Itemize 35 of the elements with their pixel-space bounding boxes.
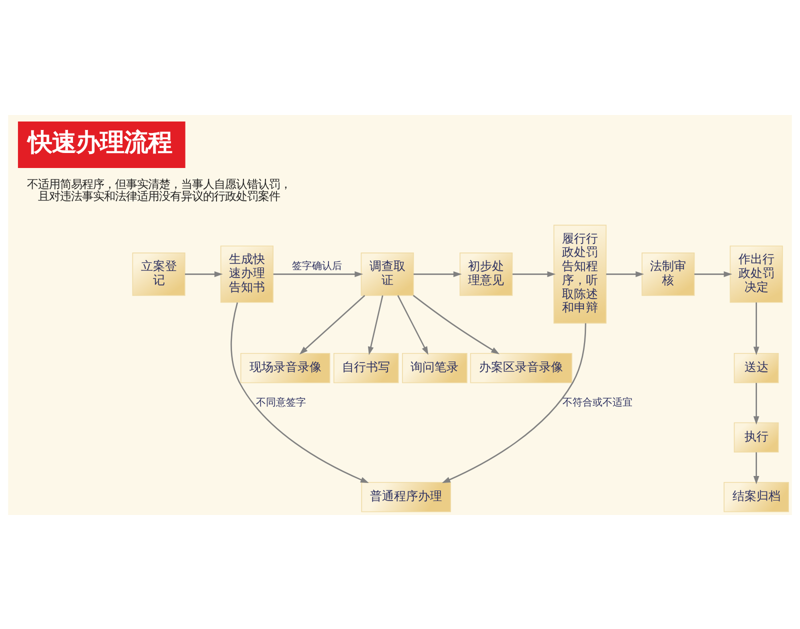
node-box: 生成快速办理告知书 (220, 245, 274, 302)
node-box: 调查取证 (360, 252, 414, 296)
node-box: 执行 (734, 422, 779, 452)
node-box: 作出行政处罚决定 (730, 245, 783, 302)
edge-label: 不同意签字 (256, 396, 306, 408)
node-box: 履行行政处罚告知程序，听取陈述和申辩 (553, 224, 607, 324)
arrow (397, 294, 428, 354)
node-box: 初步处理意见 (460, 252, 513, 296)
arrow (414, 270, 462, 277)
arrow (412, 294, 500, 354)
arrow (184, 270, 223, 277)
arrow (694, 270, 732, 277)
arrow (442, 322, 586, 483)
arrow (753, 452, 760, 484)
arrow (299, 294, 366, 354)
arrow (753, 302, 760, 355)
arrow (368, 294, 384, 355)
node-box: 现场录音录像 (240, 352, 330, 383)
node-box: 自行书写 (333, 352, 399, 383)
node-box: 办案区录音录像 (470, 352, 572, 383)
node-box: 普通程序办理 (361, 481, 452, 512)
arrow (753, 382, 760, 424)
node-box: 法制审核 (642, 252, 695, 296)
arrow (273, 270, 364, 277)
edge-label: 不符合或不适宜 (562, 396, 633, 408)
diagram-title: 快速办理流程 (28, 127, 172, 156)
node-box: 立案登记 (132, 252, 186, 296)
arrow (230, 302, 369, 483)
node-box: 送达 (734, 352, 779, 383)
node-box: 结案归档 (724, 481, 789, 512)
label: 不适用简易程序，但事实清楚，当事人自愿认错认罚，且对违法事实和法律适用没有异议的行政处罚案件 (26, 176, 291, 203)
node-box: 询问笔录 (402, 352, 468, 383)
edge-label: 签字确认后 (292, 260, 342, 272)
arrow (606, 270, 644, 277)
arrow (512, 270, 556, 277)
